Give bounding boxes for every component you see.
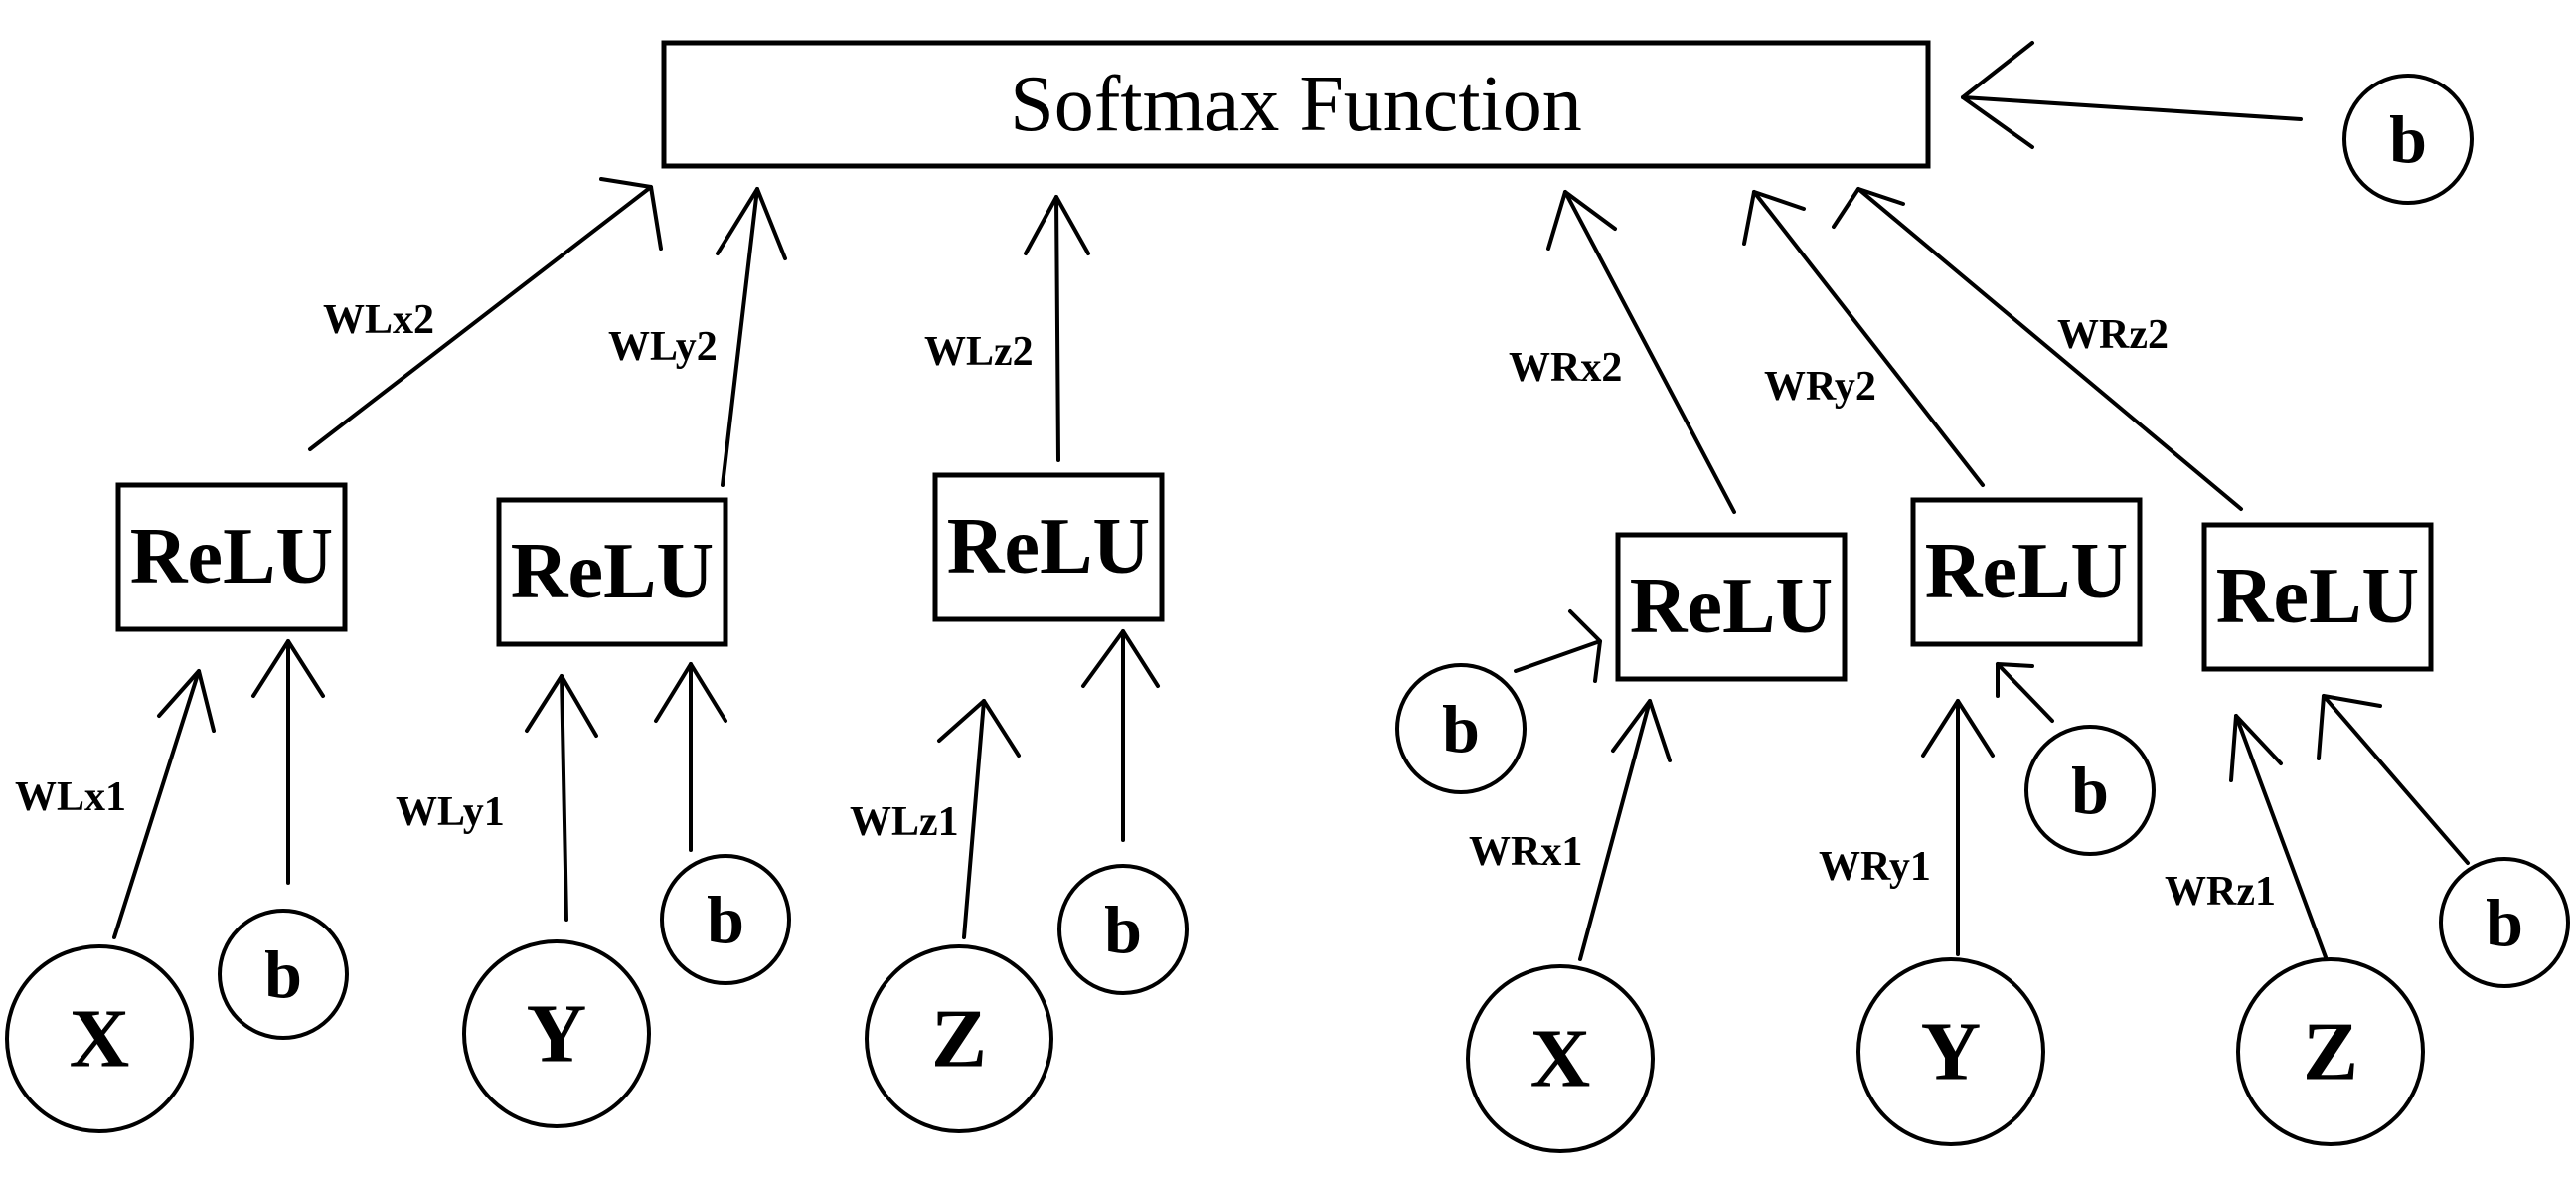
left-relu-y-box	[496, 497, 728, 647]
left-bias-z-node: b	[1057, 864, 1189, 995]
left-bias-z-circle	[1057, 864, 1189, 995]
left-input-y-node: Y	[462, 939, 651, 1128]
right-input-z-label: Z	[2303, 1006, 2358, 1098]
right-relu-x-node: ReLU	[1615, 532, 1848, 682]
left-input-z-circle	[865, 944, 1053, 1133]
right-weight-y1: WRy1	[1819, 844, 1931, 890]
left-input-z-label: Z	[931, 993, 987, 1086]
left-bias-x-circle	[218, 909, 349, 1040]
right-bias-x-label: b	[1442, 691, 1480, 766]
right-bias-z-circle	[2439, 857, 2570, 988]
right-input-z-circle	[2236, 957, 2425, 1146]
left-input-x-circle	[5, 944, 194, 1133]
right-edge-z-to-relu	[2229, 714, 2328, 959]
left-input-y-label: Y	[527, 988, 587, 1081]
right-bias-y-circle	[2024, 725, 2156, 856]
right-input-x-node: X	[1466, 964, 1655, 1153]
left-bias-x-label: b	[264, 936, 302, 1012]
right-input-z-node: Z	[2236, 957, 2425, 1146]
right-relu-x-box	[1615, 532, 1848, 682]
right-edge-relu-z-to-softmax	[1832, 187, 2243, 511]
left-weight-y2: WLy2	[608, 324, 718, 370]
left-edge-relu-y-to-softmax	[716, 187, 787, 487]
right-bias-y-label: b	[2071, 753, 2109, 828]
softmax-label: Softmax Function	[1010, 61, 1582, 148]
softmax-node: Softmax Function	[661, 40, 1931, 169]
left-bias-y-circle	[660, 854, 791, 985]
left-relu-y-label: ReLU	[511, 528, 714, 615]
right-relu-z-label: ReLU	[2216, 553, 2419, 640]
left-input-y-circle	[462, 939, 651, 1128]
left-weight-x1: WLx1	[15, 774, 126, 820]
left-bias-x-node: b	[218, 909, 349, 1040]
right-weight-y2: WRy2	[1764, 364, 1876, 410]
left-relu-z-label: ReLU	[947, 503, 1150, 590]
left-edge-relu-x-to-softmax	[308, 177, 663, 451]
softmax-box	[661, 40, 1931, 169]
left-bias-y-node: b	[660, 854, 791, 985]
right-relu-z-node: ReLU	[2201, 522, 2434, 672]
left-weight-x2: WLx2	[323, 297, 434, 343]
right-weight-z2: WRz2	[2057, 312, 2169, 358]
right-input-y-node: Y	[1856, 957, 2045, 1146]
left-relu-x-box	[115, 482, 348, 632]
right-weight-z1: WRz1	[2165, 869, 2276, 915]
right-input-y-circle	[1856, 957, 2045, 1146]
left-bias-z-label: b	[1104, 892, 1142, 967]
right-edge-relu-x-to-softmax	[1546, 190, 1736, 514]
right-bias-x-node: b	[1395, 663, 1527, 794]
right-bias-z-node: b	[2439, 857, 2570, 988]
right-relu-y-node: ReLU	[1910, 497, 2143, 647]
right-relu-y-box	[1910, 497, 2143, 647]
left-relu-x-label: ReLU	[130, 513, 333, 600]
left-input-x-label: X	[70, 993, 130, 1086]
right-edge-y-to-relu	[1921, 699, 1995, 956]
left-weight-z1: WLz1	[850, 799, 959, 845]
left-input-z-node: Z	[865, 944, 1053, 1133]
right-input-x-label: X	[1530, 1013, 1591, 1105]
left-relu-y-node: ReLU	[496, 497, 728, 647]
right-bias-x-circle	[1395, 663, 1527, 794]
right-relu-x-label: ReLU	[1630, 563, 1833, 650]
right-edge-relu-y-to-softmax	[1742, 190, 1985, 487]
left-edge-y-to-relu	[525, 674, 598, 922]
left-weight-z2: WLz2	[924, 329, 1034, 375]
right-input-y-label: Y	[1921, 1006, 1982, 1098]
left-relu-z-node: ReLU	[932, 472, 1165, 622]
left-relu-x-node: ReLU	[115, 482, 348, 632]
right-input-x-circle	[1466, 964, 1655, 1153]
right-edge-bias-y-to-relu	[1996, 662, 2054, 723]
right-weight-x2: WRx2	[1509, 345, 1622, 391]
right-edge-bias-x-to-relu	[1514, 609, 1602, 683]
right-bias-y-node: b	[2024, 725, 2156, 856]
right-weight-x1: WRx1	[1469, 829, 1582, 875]
left-relu-z-box	[932, 472, 1165, 622]
left-edge-bias-x-to-relu	[251, 639, 325, 885]
left-edge-relu-z-to-softmax	[1024, 195, 1090, 462]
left-weight-y1: WLy1	[396, 789, 505, 835]
right-bias-z-label: b	[2486, 885, 2523, 960]
right-edge-bias-z-to-relu	[2317, 694, 2470, 865]
left-edge-x-to-relu	[112, 669, 216, 939]
left-edge-bias-z-to-relu	[1081, 629, 1160, 842]
left-bias-y-label: b	[707, 882, 744, 957]
softmax-bias-arrow	[1961, 41, 2303, 149]
softmax-bias-label: b	[2389, 101, 2427, 177]
right-relu-y-label: ReLU	[1925, 528, 2128, 615]
softmax-bias-circle	[2342, 74, 2474, 205]
left-input-x-node: X	[5, 944, 194, 1133]
left-edge-bias-y-to-relu	[654, 662, 727, 852]
right-relu-z-box	[2201, 522, 2434, 672]
softmax-bias-node: b	[2342, 74, 2474, 205]
left-edge-z-to-relu	[937, 699, 1021, 939]
right-edge-x-to-relu	[1578, 699, 1672, 961]
